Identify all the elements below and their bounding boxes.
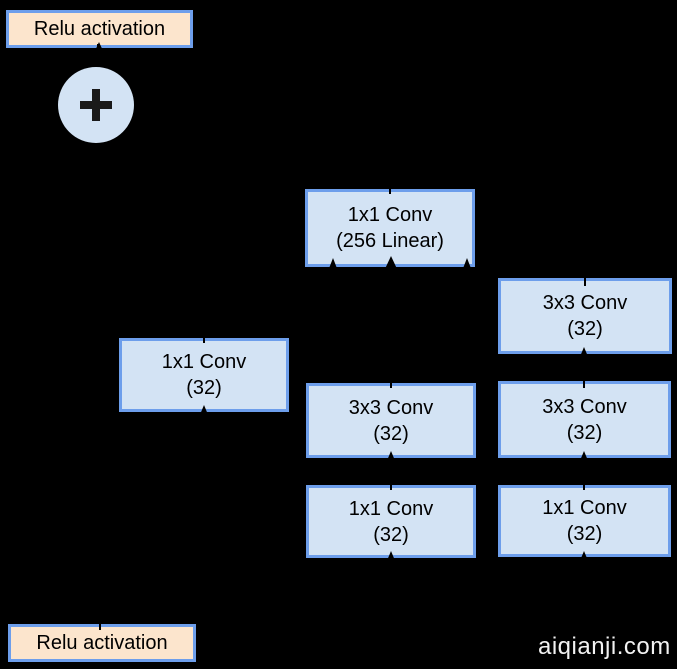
plus-icon: [80, 89, 112, 121]
conv-label-line1: 1x1 Conv: [347, 204, 433, 226]
conv-1x1-left-box: 1x1 Conv (32): [119, 338, 289, 412]
conv-label-line1: 1x1 Conv: [542, 497, 627, 519]
relu-activation-top-box: Relu activation: [6, 10, 193, 48]
wire-left-branch-to-concat: [203, 264, 334, 343]
wire-relu-to-right-branch: [99, 554, 585, 630]
conv-label-line2: (32): [373, 523, 409, 546]
conv-3x3-right-top-box: 3x3 Conv (32): [498, 278, 672, 354]
conv-label-line1: 3x3 Conv: [542, 395, 627, 418]
conv-label-line2: (32): [186, 377, 222, 399]
wire-relu-to-middle-branch: [99, 554, 392, 630]
conv-label-line2: (32): [567, 318, 603, 340]
conv-1x1-middle-bottom-box: 1x1 Conv (32): [306, 485, 476, 558]
conv-3x3-middle-box: 3x3 Conv (32): [306, 383, 476, 458]
conv-3x3-right-middle-box: 3x3 Conv (32): [498, 381, 671, 458]
wire-concat-to-add: [140, 106, 391, 194]
conv-label-line2: (32): [373, 422, 409, 445]
conv-1x1-right-bottom-box: 1x1 Conv (32): [498, 485, 671, 557]
conv-label-line2: (32): [566, 523, 603, 545]
conv-label-line2: (256 Linear): [336, 230, 444, 252]
conv-label-line1: 3x3 Conv: [348, 396, 434, 419]
watermark-text: aiqianji.com: [538, 633, 671, 660]
conv-label-line1: 3x3 Conv: [542, 292, 628, 314]
relu-activation-bottom-box: Relu activation: [8, 624, 196, 662]
conv-label-line2: (32): [566, 421, 603, 444]
conv-label-line1: 1x1 Conv: [161, 351, 247, 373]
wire-relu-to-left-branch: [99, 408, 205, 630]
relu-activation-bottom-label: Relu activation: [36, 632, 168, 654]
conv-label-line1: 1x1 Conv: [348, 497, 434, 520]
relu-activation-top-label: Relu activation: [33, 18, 166, 40]
add-node: [58, 67, 134, 143]
conv-1x1-256-linear-box: 1x1 Conv (256 Linear): [305, 189, 475, 267]
